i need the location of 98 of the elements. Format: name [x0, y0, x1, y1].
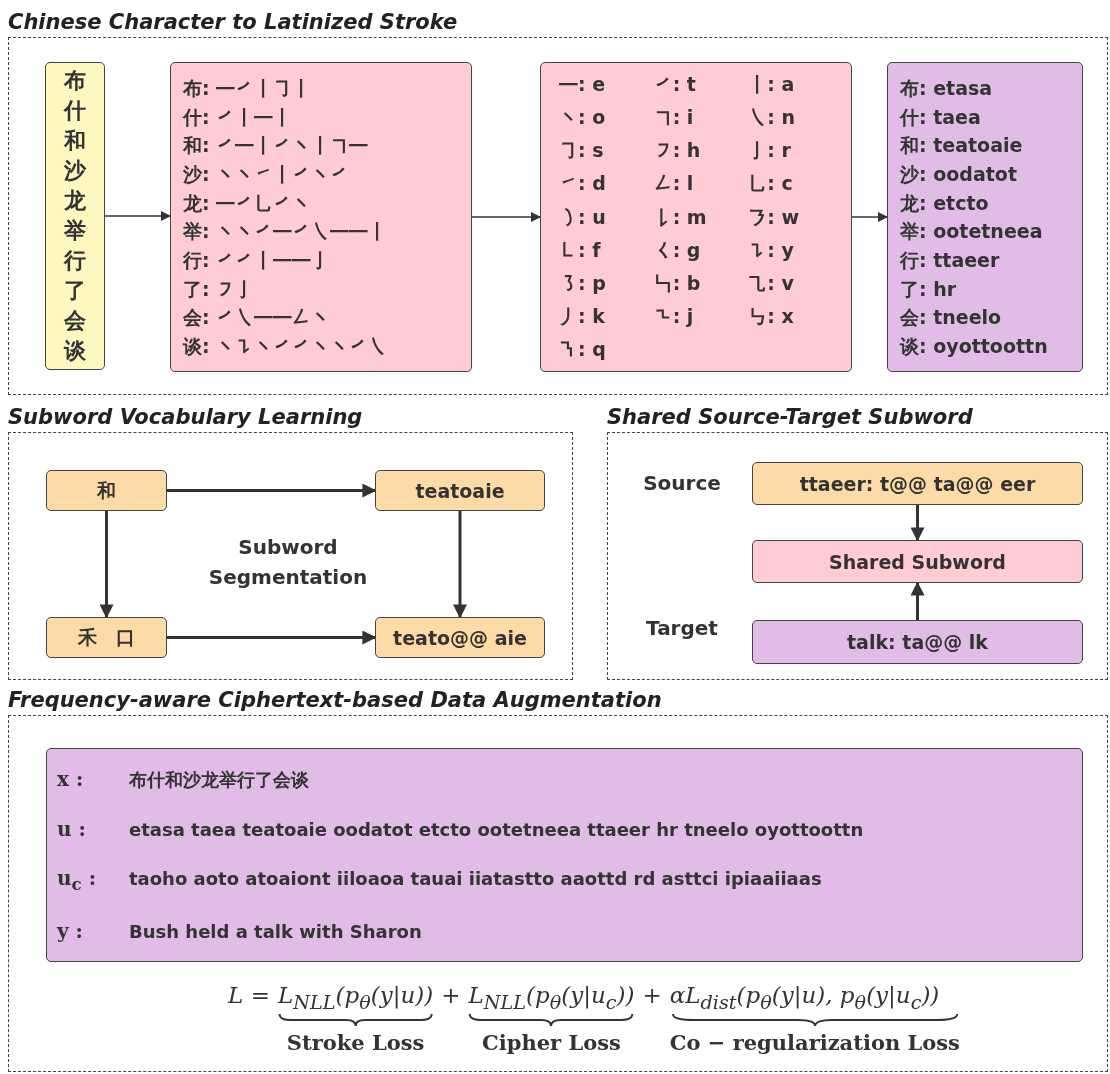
mapping-entry: ㇒: t [653, 72, 697, 97]
mapping-entry: ㇟: c [748, 171, 794, 197]
section-heading: Subword Vocabulary Learning [8, 405, 363, 429]
arrow [167, 630, 377, 645]
arrow [167, 483, 377, 498]
arrow [910, 581, 925, 620]
sentence-text: 布什和沙龙举行了会谈 [63, 67, 87, 365]
stroke-line: 行: ttaeer [900, 247, 1001, 273]
box-label: teato@@ aie [393, 626, 527, 649]
mapping-entry: ㇀: d [559, 171, 607, 197]
stroke-line: 行: ㇒㇒㇑㇐㇐㇚ [183, 247, 332, 273]
sentence-text: 布什和沙龙举行了会谈 [129, 768, 310, 792]
process-box [375, 470, 545, 511]
box-label: talk: ta@@ lk [847, 631, 988, 653]
box-label: teatoaie [415, 479, 505, 502]
mapping-entry: ㇉: x [748, 303, 795, 329]
mapping-entry: ㇐: e [559, 72, 607, 97]
mapping-entry: ㇊: y [748, 237, 795, 263]
mapping-entry: ㇌: p [559, 270, 607, 296]
box-label: ttaeer: t@@ ta@@ eer [799, 472, 1036, 495]
stroke-line: 什: taea [900, 104, 982, 130]
mapping-entry: ㇓: k [559, 303, 606, 329]
stroke-line: 龙: ㇐㇒㇟㇒㇔ [183, 190, 313, 216]
stroke-line: 和: teatoaie [900, 133, 1024, 159]
section-heading: Chinese Character to Latinized Stroke [8, 10, 458, 34]
example-box [46, 748, 1083, 962]
stroke-line: 了: hr [900, 276, 958, 302]
brace-label: Co − regularization Loss [669, 1029, 960, 1055]
stroke-line: 沙: ㇔㇔㇀㇑㇒㇔㇒ [183, 161, 351, 187]
mapping-entry: ㇚: r [748, 138, 792, 164]
stroke-line: 举: ootetneea [900, 219, 1044, 245]
stroke-line: 和: ㇒㇐㇑㇒㇔㇑㇕㇐ [183, 133, 370, 159]
formula-term: L$_{NLL}$(p$_{θ}$(y|u$_{c}$)) [468, 982, 635, 1014]
row-label: Target [645, 615, 719, 642]
formula-symbol: + [642, 982, 662, 1008]
caption-text: Subword Segmentation [207, 534, 369, 591]
formula-term: L$_{NLL}$(p$_{θ}$(y|u)) [277, 982, 434, 1014]
stroke-line: 谈: ㇔㇊㇔㇒㇒㇔㇔㇒㇏ [183, 333, 389, 359]
brace-label: Stroke Loss [285, 1029, 426, 1055]
section-heading: Shared Source-Target Subword [607, 405, 973, 429]
mapping-entry: ㇕: i [653, 105, 695, 131]
process-box [752, 620, 1083, 664]
process-box [46, 470, 167, 511]
stroke-line: 布: etasa [900, 76, 994, 101]
mapping-entry: ㇍: j [653, 303, 695, 329]
mapping-entry: ㇏: n [748, 105, 797, 131]
formula-term: αL$_{dist}$(p$_{θ}$(y|u), p$_{θ}$(y|u$_{c}$)) [669, 982, 941, 1014]
stroke-line: 龙: etcto [900, 190, 990, 216]
arrow [910, 505, 925, 542]
mapping-entry: ㇙: m [653, 204, 708, 230]
stroke-line: 会: ㇒㇏㇐㇐㇜㇔ [183, 305, 332, 331]
formula-symbol: L = [228, 982, 270, 1008]
mapping-entry: ㇈: v [748, 270, 795, 296]
stroke-line: 举: ㇔㇔㇒㇐㇒㇏㇐㇐㇑ [183, 219, 389, 245]
mapping-entry: ㇜: l [653, 171, 695, 197]
sentence-text: etasa taea teatoaie oodatot etcto ootetneea ttaeer hr tneelo oyottoottn [129, 819, 865, 840]
arrow [471, 212, 541, 222]
latin-box [887, 62, 1083, 372]
mapping-entry: ㇔: o [559, 105, 607, 131]
mapping-entry: ㇇: h [653, 138, 702, 164]
arrow [104, 211, 171, 221]
arrow [99, 511, 114, 619]
formula-symbol: + [441, 982, 461, 1008]
box-label: Shared Subword [829, 550, 1006, 573]
row-label: Source [642, 470, 722, 497]
stroke-line: 会: tneelo [900, 305, 1003, 331]
box-label: 和 [97, 477, 116, 503]
process-box [752, 462, 1083, 505]
sentence-box [45, 62, 105, 370]
process-box [752, 540, 1083, 583]
arrow [453, 511, 467, 619]
stroke-line: 什: ㇒㇑㇐㇑ [183, 104, 294, 130]
mapping-entry: ㇞: b [653, 270, 702, 296]
stroke-line: 布: ㇐㇒㇑㇆㇑ [183, 76, 313, 101]
mapping-entry: ㇄: f [559, 237, 602, 263]
mapping-box [540, 62, 852, 372]
sentence-text: Bush held a talk with Sharon [129, 921, 423, 942]
stroke-line: 沙: oodatot [900, 161, 1018, 187]
mapping-entry: ㇎: q [559, 337, 607, 362]
stroke-box [170, 62, 472, 372]
variable-label: x : [57, 767, 85, 791]
variable-label: y : [57, 919, 84, 943]
process-box [375, 617, 545, 658]
mapping-entry: ㇆: s [559, 138, 605, 164]
mapping-entry: ㇋: w [748, 204, 801, 230]
mapping-entry: ㇁: u [559, 204, 607, 230]
brace-label: Cipher Loss [481, 1029, 622, 1055]
mapping-entry: ㇛: g [653, 237, 702, 263]
box-label: 禾 口 [78, 624, 135, 650]
mapping-entry: ㇑: a [748, 72, 796, 97]
stroke-line: 了: ㇇㇚ [183, 276, 256, 302]
stroke-line: 谈: oyottoottn [900, 333, 1049, 359]
variable-label: u$_{c}$ : [57, 866, 98, 894]
arrow [851, 212, 888, 222]
section-heading: Frequency-aware Ciphertext-based Data Augmentation [8, 688, 662, 712]
process-box [46, 617, 167, 658]
variable-label: u : [57, 817, 87, 841]
sentence-text: taoho aoto atoaiont iiloaoa tauai iiatastto aaottd rd asttci ipiaaiiaas [129, 868, 823, 889]
